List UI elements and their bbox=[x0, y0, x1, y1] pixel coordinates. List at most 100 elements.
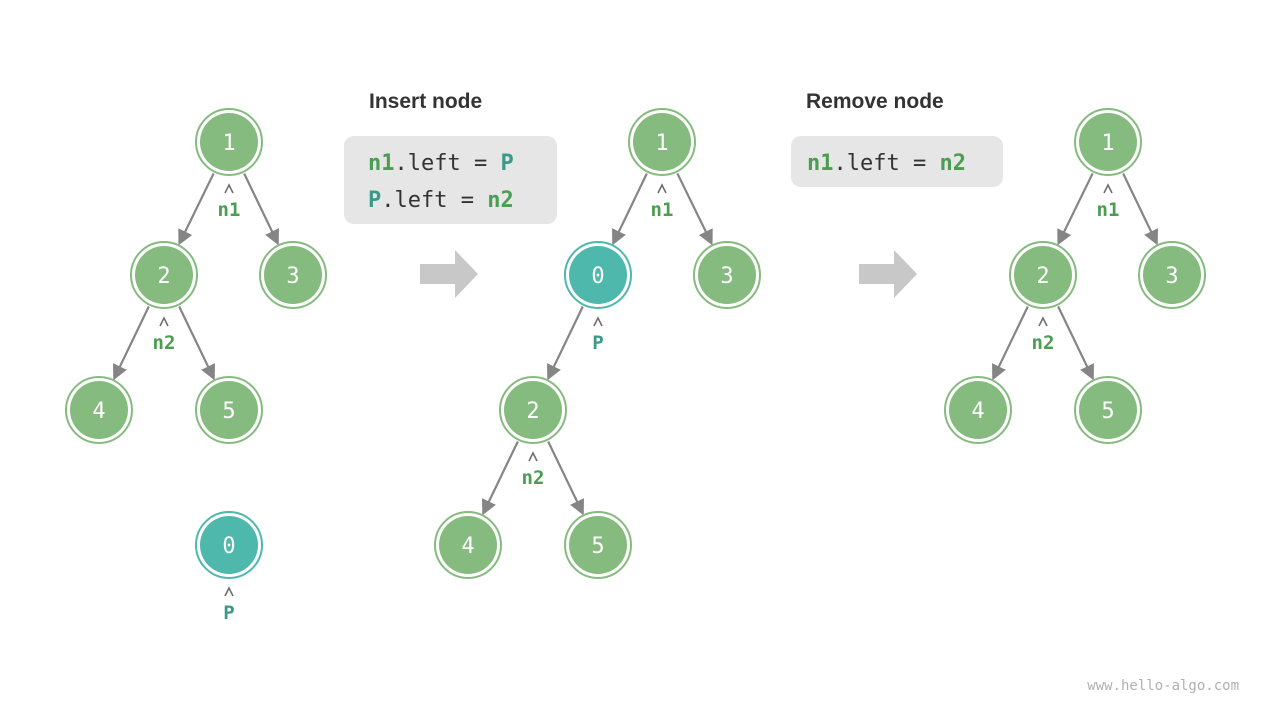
remove-code-line-1: n1.left = n2 bbox=[807, 151, 966, 176]
node-label: 1 bbox=[655, 131, 668, 156]
transition-arrow-icon bbox=[859, 250, 917, 298]
tree-nodes: 1 2 3 4 5 0 1 0 3 2 4 5 1 2 3 4 5 bbox=[65, 108, 1206, 579]
pointer-label: P bbox=[223, 602, 234, 624]
tree-node: 4 bbox=[434, 511, 502, 579]
tree-edge bbox=[178, 172, 215, 246]
tree-edge bbox=[676, 172, 713, 246]
code-token-n2: n2 bbox=[939, 151, 966, 176]
tree-edge bbox=[113, 306, 150, 381]
remove-code-box: n1.left = n2 bbox=[791, 136, 1003, 187]
tree-edge bbox=[243, 173, 279, 246]
code-token-p: P bbox=[500, 151, 513, 176]
new-tree-node: 0 bbox=[564, 241, 632, 309]
insert-code-background bbox=[344, 136, 557, 224]
pointer-marker: n2 bbox=[153, 316, 175, 354]
pointer-caret-icon bbox=[593, 316, 603, 327]
node-circle bbox=[135, 246, 193, 304]
node-circle bbox=[633, 113, 691, 171]
node-label: 4 bbox=[461, 534, 474, 559]
node-label: 4 bbox=[971, 399, 984, 424]
pointer-label: n1 bbox=[1097, 199, 1120, 221]
code-token-n2: n2 bbox=[487, 188, 514, 213]
tree-node: 5 bbox=[1074, 376, 1142, 444]
pointer-label: n1 bbox=[218, 199, 241, 221]
tree-node: 4 bbox=[944, 376, 1012, 444]
node-circle bbox=[200, 516, 258, 574]
tree-edge bbox=[1057, 306, 1094, 381]
node-label: 1 bbox=[222, 131, 235, 156]
node-circle bbox=[1079, 113, 1137, 171]
node-label: 0 bbox=[591, 264, 604, 289]
node-outer-ring bbox=[693, 241, 761, 309]
tree-node: 2 bbox=[499, 376, 567, 444]
pointer-marker: n1 bbox=[651, 183, 673, 221]
tree-edge bbox=[612, 173, 648, 246]
node-label: 5 bbox=[591, 534, 604, 559]
pointer-caret-icon bbox=[1103, 183, 1113, 194]
pointer-label: n2 bbox=[522, 467, 545, 489]
node-circle bbox=[200, 113, 258, 171]
pointer-caret-icon bbox=[224, 586, 234, 597]
code-token-assign: .left = bbox=[381, 188, 487, 213]
node-circle bbox=[200, 381, 258, 439]
node-outer-ring bbox=[564, 241, 632, 309]
pointer-label: n2 bbox=[1032, 332, 1055, 354]
tree-node: 3 bbox=[259, 241, 327, 309]
tree-edge bbox=[992, 306, 1029, 381]
insert-node-title: Insert node bbox=[369, 90, 482, 113]
pointer-marker: n2 bbox=[1032, 316, 1055, 354]
node-circle bbox=[569, 246, 627, 304]
tree-node: 1 bbox=[1074, 108, 1142, 176]
node-outer-ring bbox=[628, 108, 696, 176]
tree-edge bbox=[1057, 172, 1094, 246]
node-outer-ring bbox=[499, 376, 567, 444]
node-label: 4 bbox=[92, 399, 105, 424]
node-outer-ring bbox=[195, 511, 263, 579]
node-label: 0 bbox=[222, 534, 235, 559]
node-circle bbox=[1079, 381, 1137, 439]
pointer-marker: n1 bbox=[1097, 183, 1120, 221]
node-circle bbox=[1014, 246, 1072, 304]
pointer-marker: n2 bbox=[522, 451, 545, 489]
node-outer-ring bbox=[259, 241, 327, 309]
pointer-caret-icon bbox=[528, 451, 538, 462]
tree-node: 3 bbox=[693, 241, 761, 309]
node-outer-ring bbox=[434, 511, 502, 579]
node-label: 3 bbox=[1165, 264, 1178, 289]
node-label: 2 bbox=[157, 264, 170, 289]
node-circle bbox=[698, 246, 756, 304]
tree-edge bbox=[178, 306, 215, 381]
code-token-n1: n1 bbox=[807, 151, 834, 176]
tree-node: 2 bbox=[1009, 241, 1077, 309]
pointer-marker: P bbox=[592, 316, 604, 354]
tree-node: 5 bbox=[564, 511, 632, 579]
node-outer-ring bbox=[130, 241, 198, 309]
node-circle bbox=[439, 516, 497, 574]
insert-code-box: n1.left = P P.left = n2 bbox=[344, 136, 557, 224]
tree-edge bbox=[547, 306, 584, 381]
code-token-assign: .left = bbox=[395, 151, 501, 176]
node-circle bbox=[949, 381, 1007, 439]
pointer-marker: P bbox=[223, 586, 235, 624]
watermark: www.hello-algo.com bbox=[1087, 678, 1239, 694]
tree-node: 5 bbox=[195, 376, 263, 444]
node-label: 1 bbox=[1101, 131, 1114, 156]
node-outer-ring bbox=[1074, 108, 1142, 176]
new-tree-node: 0 bbox=[195, 511, 263, 579]
node-circle bbox=[264, 246, 322, 304]
pointer-caret-icon bbox=[224, 183, 234, 194]
insert-code-line-1: n1.left = P bbox=[368, 151, 514, 176]
node-circle bbox=[504, 381, 562, 439]
node-outer-ring bbox=[944, 376, 1012, 444]
transition-arrow-icon bbox=[420, 250, 478, 298]
node-outer-ring bbox=[1009, 241, 1077, 309]
node-label: 3 bbox=[720, 264, 733, 289]
insert-code-line-2: P.left = n2 bbox=[368, 188, 514, 213]
remove-node-title: Remove node bbox=[806, 90, 944, 113]
node-outer-ring bbox=[1138, 241, 1206, 309]
tree-edges bbox=[113, 172, 1158, 516]
remove-code-background bbox=[791, 136, 1003, 187]
node-outer-ring bbox=[65, 376, 133, 444]
